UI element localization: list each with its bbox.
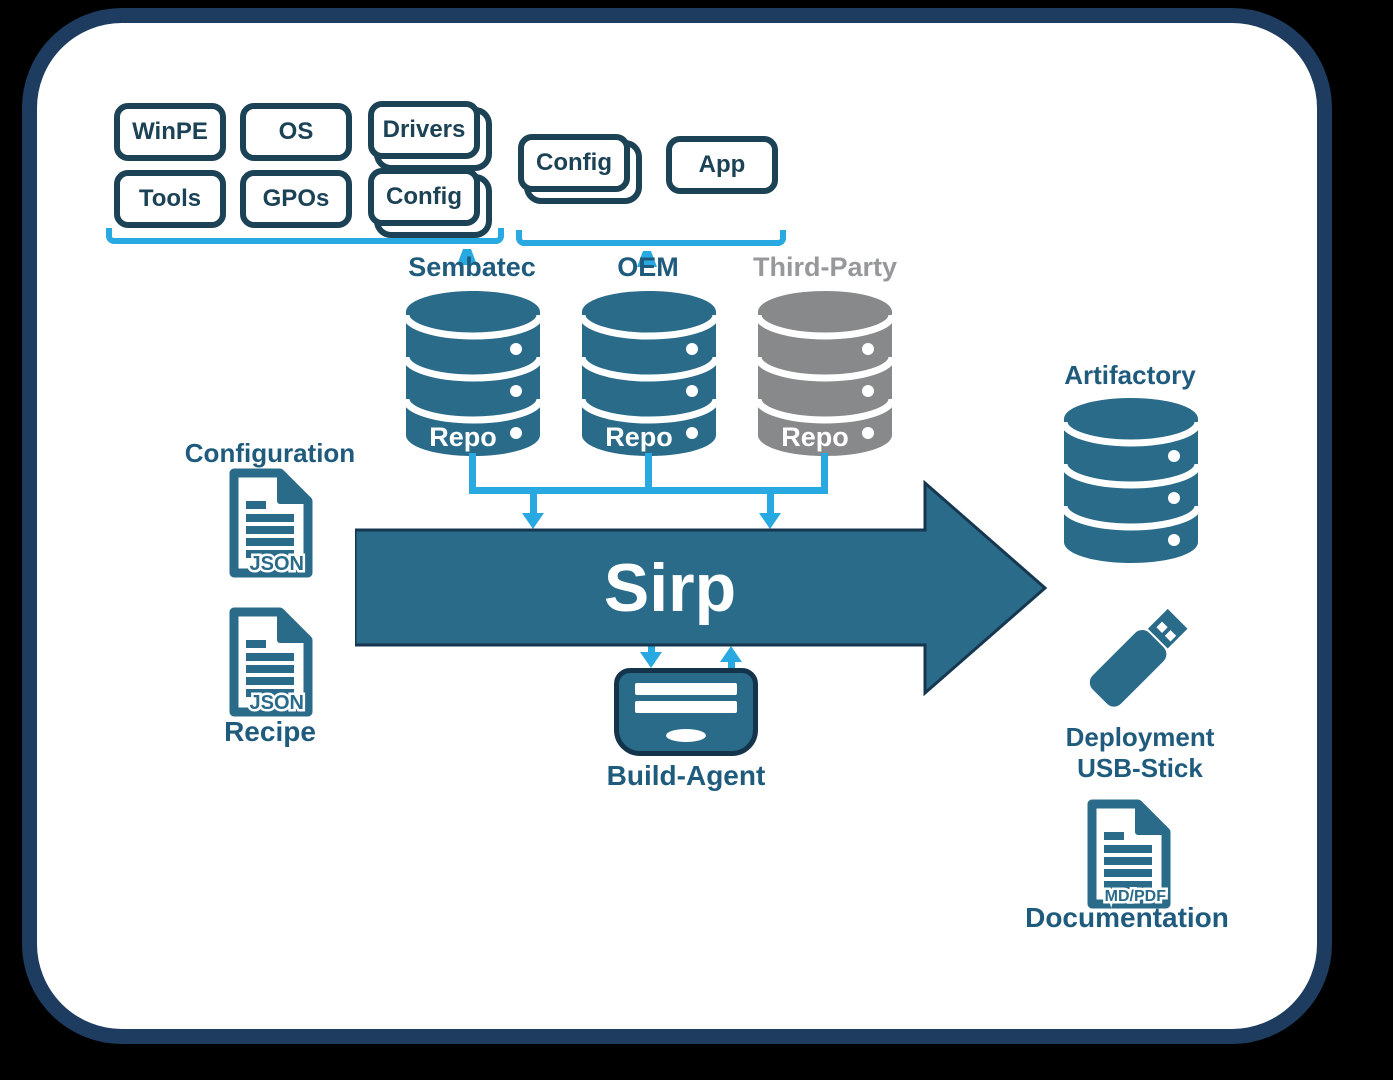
chip-label: WinPE	[132, 118, 208, 145]
chip-tools: Tools	[114, 170, 226, 228]
json-document-icon-recipe: JSON	[229, 607, 313, 717]
connector-arrow-shaft	[728, 660, 735, 668]
connector-arrow-shaft	[767, 487, 774, 515]
connector-arrow-shaft	[530, 487, 537, 515]
repo-cylinder-label: Repo	[605, 422, 673, 452]
connector-line	[645, 453, 652, 493]
usb-stick-icon	[1089, 608, 1188, 707]
chip-app: App	[666, 136, 778, 194]
oem-bracket-stem	[637, 251, 657, 267]
document-badge: JSON	[250, 553, 304, 575]
chip-drivers: Drivers	[368, 101, 480, 159]
up-arrow-icon	[720, 646, 742, 662]
chip-label: App	[698, 151, 746, 178]
sembatec-bracket-stem	[457, 249, 477, 265]
down-arrow-icon	[640, 652, 662, 668]
agent-slot	[635, 701, 737, 713]
configuration-label: Configuration	[184, 438, 356, 468]
repo-name-oem: OEM	[617, 252, 679, 282]
build-agent-icon	[614, 668, 758, 756]
json-document-icon-configuration: JSON	[229, 468, 313, 578]
chip-label: OS	[278, 118, 314, 145]
deployment-usb-label-line1: Deployment	[1065, 722, 1215, 752]
repo-name-third-party: Third-Party	[752, 252, 898, 282]
chip-config-sembatec: Config	[368, 168, 480, 226]
document-badge: JSON	[250, 692, 304, 714]
chip-label: Drivers	[382, 116, 466, 143]
documentation-label: Documentation	[1025, 902, 1229, 933]
pipeline-label: Sirp	[604, 550, 736, 626]
database-icon-oem-repo: Repo	[579, 291, 719, 456]
connector-line	[469, 453, 476, 493]
chip-label: Config	[386, 183, 462, 210]
connector-arrow-shaft	[648, 645, 655, 655]
oem-group-bracket	[516, 230, 786, 246]
build-agent-label: Build-Agent	[606, 760, 766, 791]
repo-name-sembatec: Sembatec	[408, 252, 536, 282]
chip-config-oem: Config	[518, 134, 630, 192]
chip-label: Tools	[138, 185, 202, 212]
chip-gpos: GPOs	[240, 170, 352, 228]
down-arrow-icon	[522, 513, 544, 529]
document-badge: MD/PDF	[1105, 888, 1167, 905]
database-icon-artifactory	[1061, 398, 1201, 563]
database-icon-sembatec-repo: Repo	[403, 291, 543, 456]
connector-line	[469, 487, 828, 494]
md-pdf-document-icon-documentation: MD/PDF	[1087, 799, 1171, 909]
repo-cylinder-label: Repo	[781, 422, 849, 452]
artifactory-label: Artifactory	[1064, 360, 1196, 390]
deployment-usb-label-line2: USB-Stick	[1077, 753, 1203, 783]
chip-label: GPOs	[262, 185, 330, 212]
agent-slot	[635, 683, 737, 695]
pipeline-arrow: Sirp	[355, 479, 1048, 697]
down-arrow-icon	[759, 513, 781, 529]
agent-light	[666, 729, 706, 742]
chip-winpe: WinPE	[114, 103, 226, 161]
database-icon-third-party-repo: Repo	[755, 291, 895, 456]
sembatec-group-bracket	[106, 228, 504, 244]
recipe-label: Recipe	[224, 716, 316, 747]
deployment-usb-label: Deployment USB-Stick	[1050, 722, 1230, 784]
chip-label: Config	[536, 149, 612, 176]
connector-line	[821, 453, 828, 493]
repo-cylinder-label: Repo	[429, 422, 497, 452]
chip-os: OS	[240, 103, 352, 161]
